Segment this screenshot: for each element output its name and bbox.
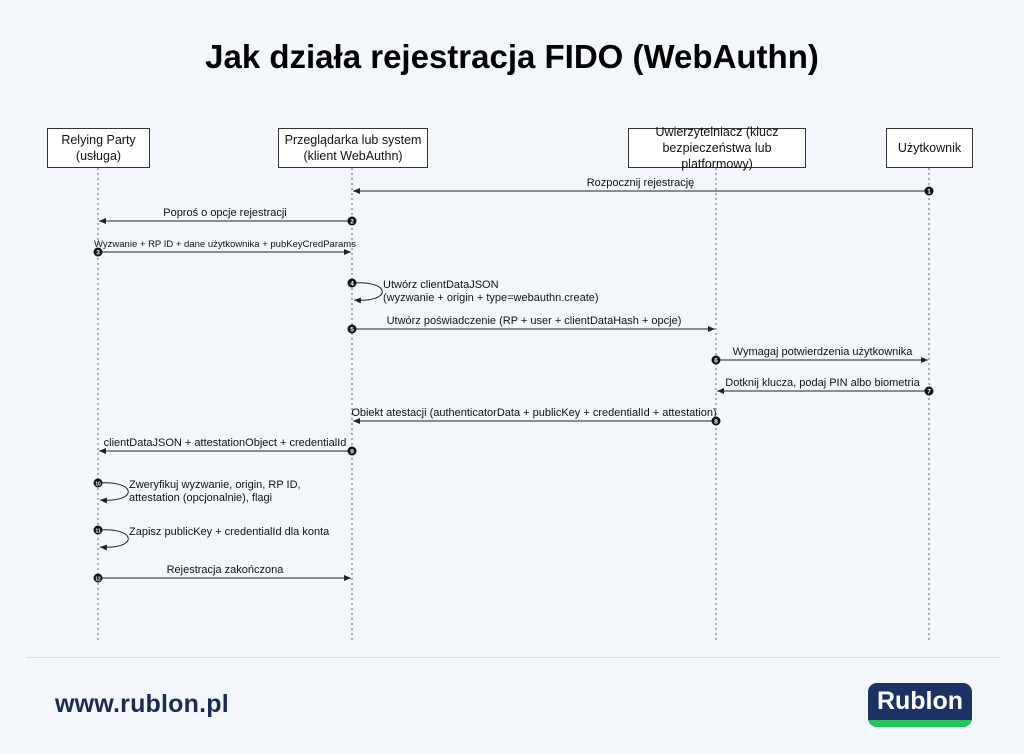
step-number-3: 3 — [96, 249, 100, 256]
step-badge-3 — [93, 247, 103, 257]
message-label-5: Utwórz poświadczenie (RP + user + client… — [387, 315, 682, 327]
message-3: Wyzwanie + RP ID + dane użytkownika + pu… — [93, 239, 356, 257]
message-2: Poproś o opcje rejestracji 2 — [99, 207, 357, 226]
step-number-1: 1 — [927, 188, 931, 195]
step-badge-6 — [711, 355, 721, 365]
message-10: Zweryfikuj wyzwanie, origin, RP ID,attes… — [93, 478, 301, 504]
message-5: Utwórz poświadczenie (RP + user + client… — [347, 315, 715, 334]
step-badge-9 — [347, 446, 357, 456]
footer-divider — [26, 657, 1000, 658]
message-4: Utwórz clientDataJSON(wyzwanie + origin … — [347, 278, 599, 304]
step-badge-8 — [711, 416, 721, 426]
message-label-8: Obiekt atestacji (authenticatorData + pu… — [351, 407, 716, 419]
step-number-2: 2 — [350, 218, 354, 225]
self-arrow-4 — [351, 282, 383, 304]
actor-box-rp: Relying Party (usługa) — [47, 128, 150, 168]
message-label-3: Wyzwanie + RP ID + dane użytkownika + pu… — [94, 239, 356, 250]
step-badge-11 — [93, 525, 103, 535]
message-label-4: Utwórz clientDataJSON(wyzwanie + origin … — [383, 279, 599, 304]
step-number-10: 10 — [95, 481, 101, 487]
site-url[interactable]: www.rublon.pl — [55, 690, 229, 718]
step-badge-10 — [93, 478, 103, 488]
message-label-2: Poproś o opcje rejestracji — [163, 207, 287, 219]
message-label-9: clientDataJSON + attestationObject + cre… — [104, 437, 347, 449]
step-number-8: 8 — [714, 418, 718, 425]
message-label-10: Zweryfikuj wyzwanie, origin, RP ID,attes… — [129, 479, 301, 504]
actor-box-user: Użytkownik — [886, 128, 973, 168]
message-9: clientDataJSON + attestationObject + cre… — [99, 437, 357, 456]
step-badge-5 — [347, 324, 357, 334]
step-number-9: 9 — [350, 448, 354, 455]
step-badge-7 — [924, 386, 934, 396]
message-label-6: Wymagaj potwierdzenia użytkownika — [733, 346, 914, 358]
message-11: Zapisz publicKey + credentialId dla kont… — [93, 525, 330, 551]
message-label-1: Rozpocznij rejestrację — [587, 177, 695, 189]
message-12: Rejestracja zakończona 12 — [93, 564, 351, 583]
step-number-5: 5 — [350, 326, 354, 333]
step-badge-12 — [93, 573, 103, 583]
message-6: Wymagaj potwierdzenia użytkownika 6 — [711, 346, 928, 365]
message-8: Obiekt atestacji (authenticatorData + pu… — [351, 407, 721, 426]
step-badge-4 — [347, 278, 357, 288]
page-title: Jak działa rejestracja FIDO (WebAuthn) — [205, 38, 819, 75]
step-number-7: 7 — [927, 388, 931, 395]
step-number-4: 4 — [350, 280, 354, 287]
message-1: Rozpocznij rejestrację 1 — [353, 177, 934, 196]
step-number-11: 11 — [95, 528, 101, 534]
step-badge-1 — [924, 186, 934, 196]
step-number-12: 12 — [95, 576, 101, 582]
actor-box-browser: Przeglądarka lub system (klient WebAuthn… — [278, 128, 428, 168]
message-label-12: Rejestracja zakończona — [167, 564, 285, 576]
message-label-7: Dotknij klucza, podaj PIN albo biometria — [725, 377, 920, 389]
step-badge-2 — [347, 216, 357, 226]
message-7: Dotknij klucza, podaj PIN albo biometria… — [717, 377, 934, 396]
actor-box-auth: Uwierzytelniacz (klucz bezpieczeństwa lu… — [628, 125, 806, 171]
self-arrow-11 — [97, 529, 129, 551]
logo-text: Rublon — [876, 687, 964, 715]
self-arrow-10 — [97, 482, 129, 504]
logo-accent-bar — [868, 720, 972, 727]
message-label-11: Zapisz publicKey + credentialId dla kont… — [129, 526, 330, 538]
rublon-logo[interactable]: Rublon — [868, 683, 972, 727]
step-number-6: 6 — [714, 357, 718, 364]
